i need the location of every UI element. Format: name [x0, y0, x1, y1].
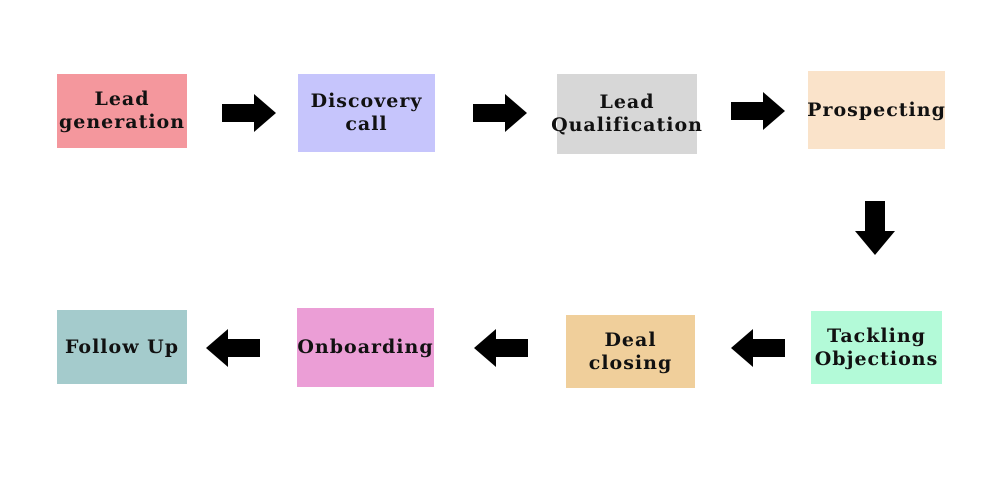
step-onboarding: Onboarding	[297, 308, 434, 387]
arrow-left-icon	[731, 329, 785, 367]
arrow-left-icon	[206, 329, 260, 367]
step-label: Follow Up	[64, 335, 180, 358]
step-label: Discovery call	[310, 90, 423, 135]
arrow-right-icon	[473, 94, 527, 132]
step-label: Prospecting	[807, 98, 946, 121]
arrow-right-icon	[222, 94, 276, 132]
step-label: Deal closing	[588, 328, 673, 374]
step-label: Onboarding	[297, 336, 434, 358]
step-label: Lead generation	[58, 88, 186, 133]
step-label: Lead Qualification	[551, 91, 703, 136]
step-lead-generation: Lead generation	[57, 74, 187, 148]
step-label: Tackling Objections	[814, 324, 939, 370]
step-tackling-objections: Tackling Objections	[811, 311, 942, 384]
step-discovery-call: Discovery call	[298, 74, 435, 152]
step-deal-closing: Deal closing	[566, 315, 695, 388]
step-lead-qualification: Lead Qualification	[551, 74, 702, 154]
arrow-down-icon	[855, 201, 895, 255]
step-prospecting: Prospecting	[807, 71, 946, 149]
arrow-left-icon	[474, 329, 528, 367]
step-follow-up: Follow Up	[57, 310, 187, 384]
arrow-right-icon	[731, 92, 785, 130]
